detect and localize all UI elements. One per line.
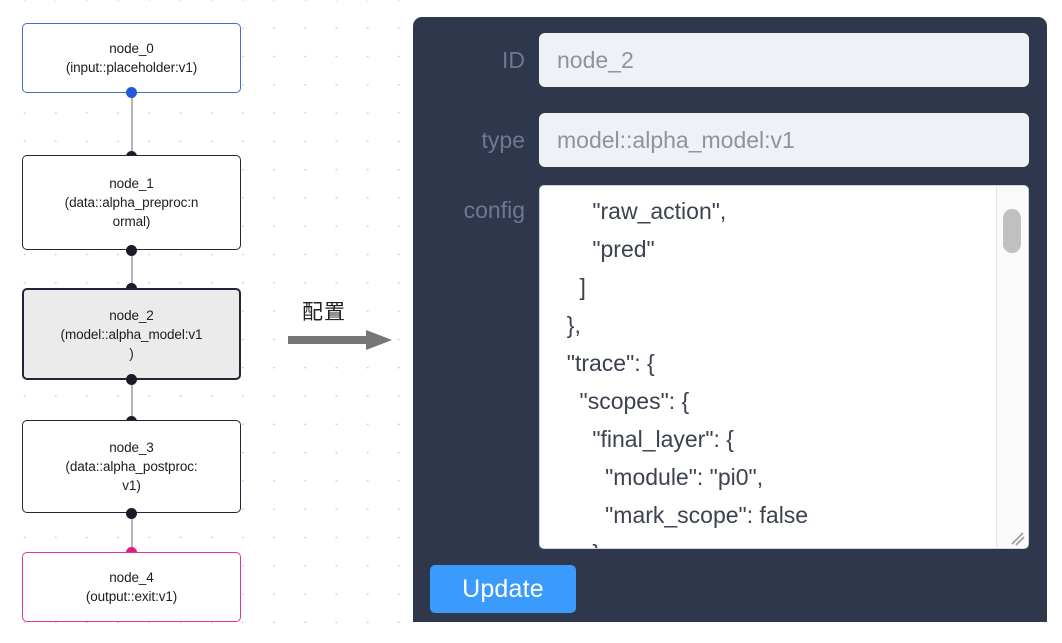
graph-node-node_4[interactable]: node_4 (output::exit:v1) bbox=[22, 552, 241, 622]
node-type: (output::exit:v1) bbox=[85, 589, 178, 604]
id-input[interactable] bbox=[539, 33, 1029, 87]
config-panel: ID type config "raw_action", "pred" ] },… bbox=[413, 17, 1047, 622]
node-title: node_4 bbox=[109, 570, 154, 585]
port-node_2-output[interactable] bbox=[126, 374, 137, 385]
id-label: ID bbox=[502, 47, 525, 73]
update-button[interactable]: Update bbox=[430, 565, 576, 613]
config-textarea[interactable]: "raw_action", "pred" ] }, "trace": { "sc… bbox=[539, 185, 1029, 549]
node-title: node_2 bbox=[109, 307, 154, 323]
node-title: node_1 bbox=[109, 176, 154, 191]
transition-annotation: 配置 bbox=[288, 296, 400, 358]
config-scrollbar-thumb[interactable] bbox=[1003, 209, 1021, 253]
graph-node-node_3[interactable]: node_3 (data::alpha_postproc: v1) bbox=[22, 420, 241, 513]
graph-node-node_2[interactable]: node_2 (model::alpha_model:v1 ) bbox=[22, 288, 241, 380]
graph-node-node_0[interactable]: node_0 (input::placeholder:v1) bbox=[22, 23, 241, 93]
node-type: (input::placeholder:v1) bbox=[65, 60, 198, 75]
port-node_0-output[interactable] bbox=[126, 87, 137, 98]
node-type-line1: (data::alpha_postproc: bbox=[65, 459, 198, 474]
node-type-line2: ) bbox=[129, 345, 134, 361]
graph-edge-2-3 bbox=[130, 379, 133, 422]
graph-node-node_1[interactable]: node_1 (data::alpha_preproc:n ormal) bbox=[22, 155, 241, 250]
field-row-id: ID bbox=[413, 33, 1029, 87]
node-type-line2: ormal) bbox=[112, 214, 151, 229]
field-row-type: type bbox=[413, 113, 1029, 167]
graph-canvas[interactable]: node_0 (input::placeholder:v1) node_1 (d… bbox=[0, 0, 408, 643]
node-type-line2: v1) bbox=[122, 478, 141, 493]
node-title: node_0 bbox=[109, 41, 154, 56]
graph-edge-3-4 bbox=[130, 512, 133, 554]
graph-edge-1-2 bbox=[130, 249, 133, 290]
node-type-line1: (data::alpha_preproc:n bbox=[64, 195, 199, 210]
port-node_1-output[interactable] bbox=[126, 245, 137, 256]
type-label: type bbox=[481, 127, 525, 153]
node-title: node_3 bbox=[109, 440, 154, 455]
node-type-line1: (model::alpha_model:v1 bbox=[60, 326, 203, 342]
field-row-config: config "raw_action", "pred" ] }, "trace"… bbox=[413, 185, 1029, 549]
transition-label: 配置 bbox=[302, 301, 346, 324]
type-input[interactable] bbox=[539, 113, 1029, 167]
port-node_3-output[interactable] bbox=[126, 508, 137, 519]
config-textarea-wrap: "raw_action", "pred" ] }, "trace": { "sc… bbox=[539, 185, 1029, 549]
graph-edge-0-1 bbox=[130, 92, 133, 157]
resize-handle-icon[interactable] bbox=[1009, 530, 1025, 546]
right-arrow-icon bbox=[288, 330, 392, 350]
config-scrollbar[interactable] bbox=[996, 187, 1026, 547]
config-label: config bbox=[463, 197, 525, 223]
